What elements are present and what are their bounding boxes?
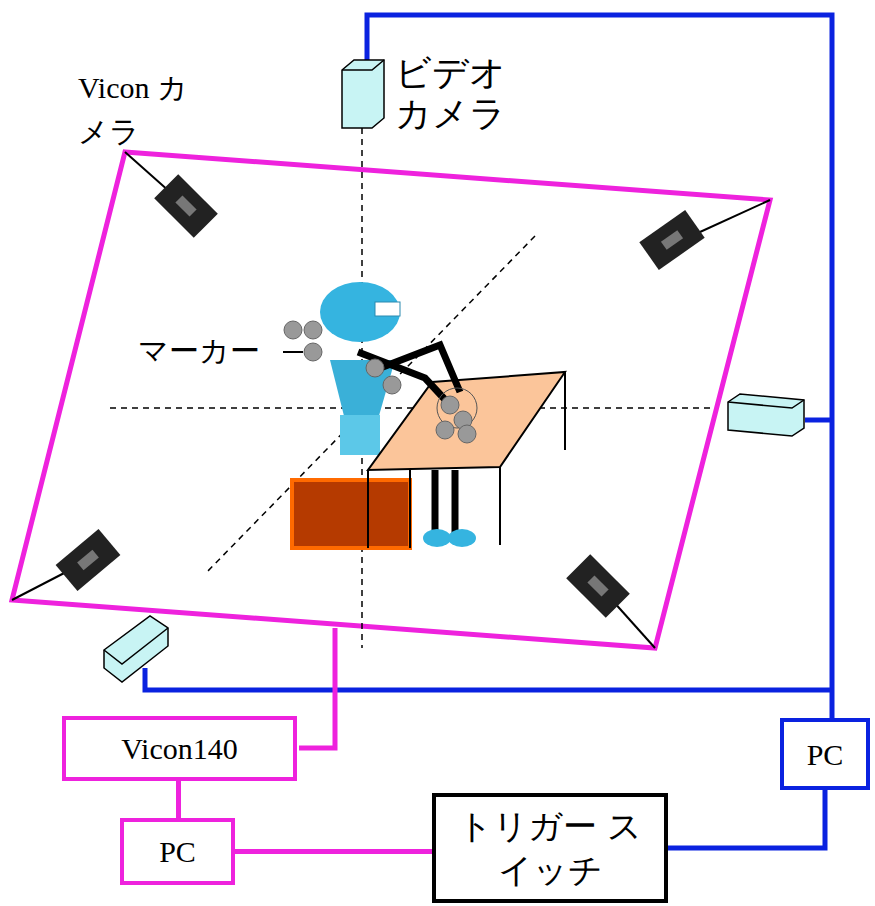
trigger-switch-box: トリガー スイッチ: [432, 793, 668, 903]
pc-box: PC: [120, 818, 235, 885]
video-camera: [104, 60, 804, 682]
cable: [668, 790, 825, 848]
camera-mount: [12, 152, 770, 648]
cable: [178, 781, 179, 818]
node-label: PC: [807, 735, 844, 774]
node-label: Vicon140: [121, 729, 238, 768]
vicon-unit-box: Vicon140: [62, 716, 297, 781]
capture-floor: [12, 152, 770, 648]
camera-label: Vicon カメラ: [78, 66, 218, 153]
pc-box: PC: [780, 718, 870, 790]
node-label: トリガー スイッチ: [450, 804, 650, 892]
vicon-wire: [299, 628, 335, 748]
cable: [235, 851, 432, 852]
vicon-camera: [56, 174, 705, 618]
subject-figure: [283, 282, 565, 548]
axis-line: [110, 128, 712, 648]
marker-label: マーカー: [138, 334, 288, 367]
camera-label: ビデオ カメラ: [395, 52, 545, 135]
node-label: PC: [159, 832, 196, 871]
